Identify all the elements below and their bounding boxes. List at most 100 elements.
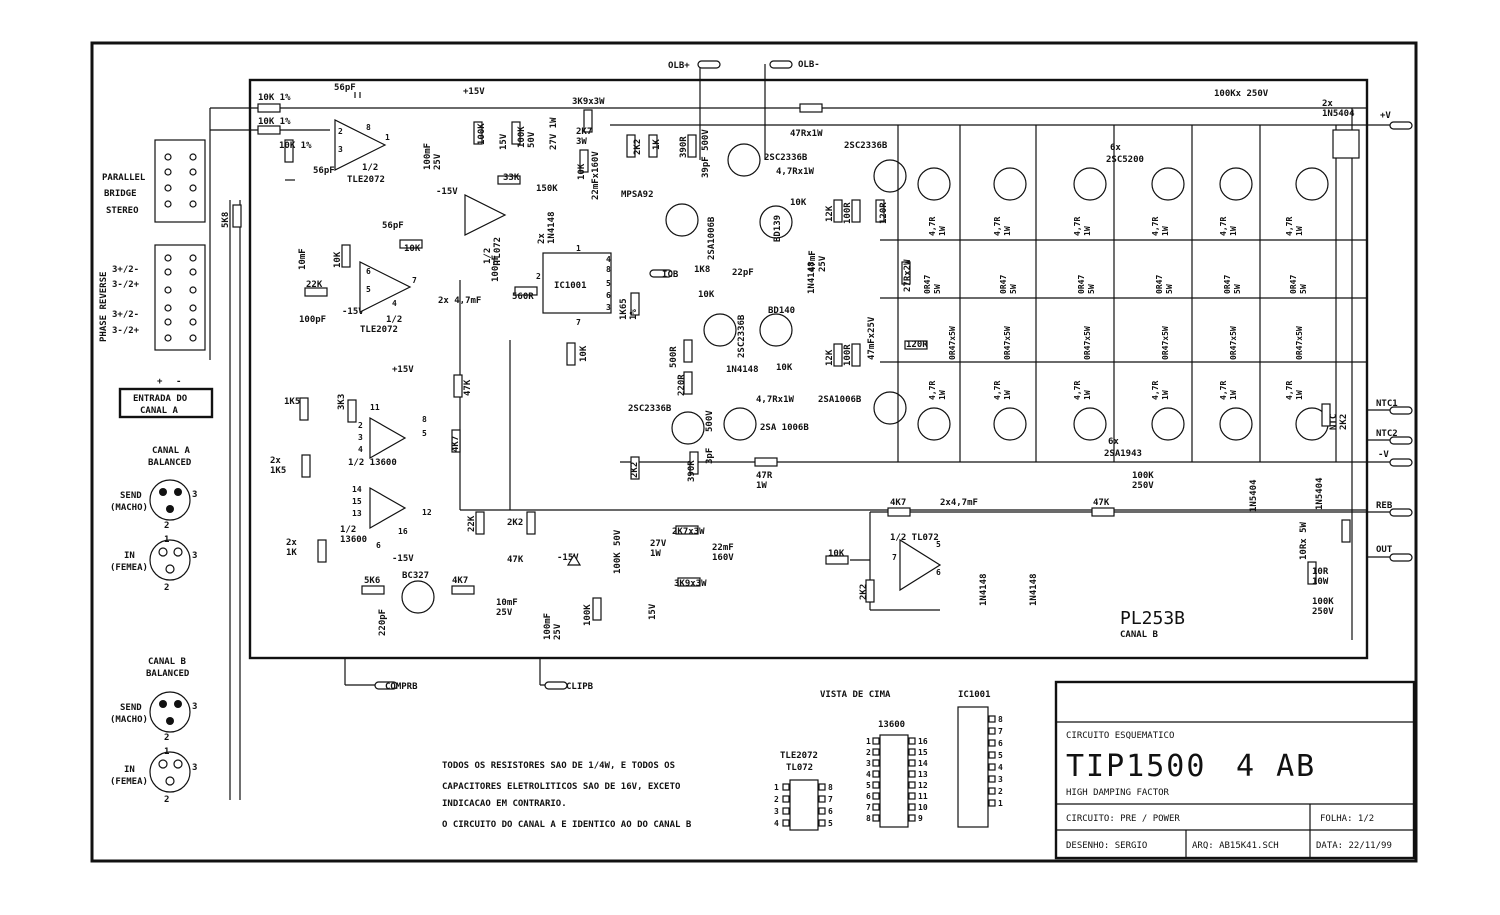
r-10k-pre: 10K (333, 251, 343, 268)
vminus-label: -V (1378, 450, 1389, 460)
c13600-pin-number: 4 (866, 770, 871, 779)
canal-a-title-1: CANAL A (152, 446, 191, 456)
pin-a-in-2: 2 (164, 583, 169, 593)
c13600-pin (872, 737, 880, 745)
output-6x-top: 6x (1110, 143, 1121, 153)
c13600-pin-number: 2 (866, 748, 871, 757)
c13600-pin-number: 8 (866, 814, 871, 823)
note-line-1: TODOS OS RESISTORES SAO DE 1/4W, E TODOS… (442, 761, 675, 771)
pin-4: 4 (392, 299, 397, 308)
c13600-pin (872, 748, 880, 756)
c-100kx250v: 100Kx 250V (1214, 89, 1269, 99)
ic-b-half: 1/2 (386, 315, 402, 325)
r-47r-1w-t1: 4,7R1W (928, 217, 947, 236)
r-120r-a: 120R (879, 202, 889, 224)
icb-label: ICB (662, 270, 679, 280)
q-2sc2336b-drv: 2SC2336B (764, 153, 808, 163)
ic-a-name: TLE2072 (347, 175, 385, 185)
reb-label: REB (1376, 501, 1393, 511)
d-1n4148-fb-a: 1N4148 (979, 573, 989, 606)
q-2sc2336b-out: 2SC2336B (844, 141, 888, 151)
r-150k: 150K (536, 184, 558, 194)
r-560r: 560R (512, 292, 534, 302)
pin-b-in-1: 1 (164, 747, 169, 757)
canal-a-title-2: BALANCED (148, 458, 192, 468)
tb-drawn: DESENHO: SERGIO (1066, 841, 1147, 851)
input-box (118, 387, 214, 419)
r-10k-drv4: 10K (579, 345, 589, 362)
r-47k-vca: 47K (463, 379, 473, 396)
tle-pin-number: 6 (828, 807, 833, 816)
c13600-pin (908, 792, 916, 800)
c13600-pin (872, 792, 880, 800)
r-0r47x5w-1: 0R47x5W (948, 326, 957, 360)
tle-pin-number: 3 (774, 807, 779, 816)
c-56pf-b: 56pF (313, 166, 335, 176)
c13600-pin-number: 5 (866, 781, 871, 790)
tb-subtitle: HIGH DAMPING FACTOR (1066, 788, 1170, 798)
fb-pin-6: 6 (936, 568, 941, 577)
r-47r-1w-b5: 4,7R1W (1219, 381, 1238, 400)
r-10k-1pct-c: 10K 1% (279, 141, 312, 151)
ic1001-pin-number: 1 (998, 799, 1003, 808)
tle-pin (782, 819, 790, 827)
c-56pf-a: 56pF (334, 83, 356, 93)
pin-b-in-2: 2 (164, 795, 169, 805)
ic1001-pin-number: 3 (998, 775, 1003, 784)
z-15v-drv: 15V (499, 133, 509, 150)
r-1k8: 1K8 (694, 265, 710, 275)
comprb-label: COMPRB (385, 682, 418, 692)
olb-minus-label: OLB- (798, 60, 820, 70)
pin-6: 6 (366, 267, 371, 276)
tb-title: TIP1500 (1066, 749, 1206, 784)
r-10k-out: 10K (790, 198, 807, 208)
ic-pin-6: 6 (606, 291, 611, 300)
ic-pin-4: 4 (606, 255, 611, 264)
phase-label-2: 3-/2+ (112, 280, 140, 290)
pin-b-in-3: 3 (192, 763, 197, 773)
canal-b-macho: (MACHO) (110, 715, 148, 725)
vca-pin-11: 11 (370, 403, 380, 412)
input-plus: + (157, 377, 163, 387)
pin-b-send-2: 2 (164, 733, 169, 743)
z-27v-1w: 27V 1W (549, 117, 559, 150)
ntc1-label: NTC1 (1376, 399, 1398, 409)
canal-a-send: SEND (120, 491, 142, 501)
r-33k: 33K (503, 173, 520, 183)
canal-b-title-2: BALANCED (146, 669, 190, 679)
r-47r-1w-t6: 4,7R1W (1285, 217, 1304, 236)
r-390r-a: 390R (679, 136, 689, 158)
r-22k-vca: 22K (467, 515, 477, 532)
fb-pin-7: 7 (892, 553, 897, 562)
r-390r-b: 390R (687, 460, 697, 482)
r-10k-fb: 10K (404, 244, 421, 254)
ic-b-name: TLE2072 (360, 325, 398, 335)
d-2x-1n4148: 2x1N4148 (537, 211, 557, 244)
c13600-pin (872, 759, 880, 767)
r-1k5: 1K5 (284, 397, 300, 407)
c-47mfx25v: 47mFx25V (867, 316, 877, 360)
r-0r47-5w-1: 0R475W (923, 275, 942, 294)
ntc2-label: NTC2 (1376, 429, 1398, 439)
c13600-pin (908, 814, 916, 822)
board-name: PL253B (1120, 608, 1185, 629)
note-line-2: CAPACITORES ELETROLITICOS SAO DE 16V, EX… (442, 782, 681, 792)
tb-model: 4 AB (1236, 749, 1316, 784)
q-2sa1006b-b: 2SA 1006B (760, 423, 809, 433)
c-39pf-500v: 39pF 500V (701, 129, 711, 178)
r-10k-1pct-a: 10K 1% (258, 93, 291, 103)
c13600-pin-number: 1 (866, 737, 871, 746)
vca-pin-5: 5 (422, 429, 427, 438)
r-12k-b: 12K (825, 349, 835, 366)
ic1001-pin (988, 775, 996, 783)
r-5k8: 5K8 (221, 212, 231, 228)
c13600-pin (908, 781, 916, 789)
c13600-pin-number: 13 (918, 770, 928, 779)
stereo-label: STEREO (106, 206, 139, 216)
